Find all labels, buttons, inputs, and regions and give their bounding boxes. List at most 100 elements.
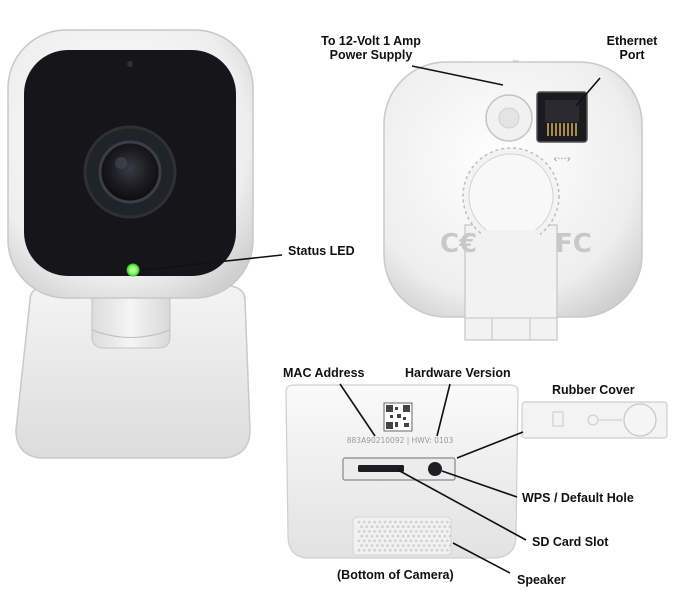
speaker-hole bbox=[425, 530, 428, 533]
speaker-hole bbox=[394, 520, 397, 524]
speaker-hole bbox=[388, 530, 392, 533]
speaker-hole bbox=[375, 525, 379, 528]
speaker-hole bbox=[430, 539, 434, 543]
speaker-hole bbox=[446, 530, 449, 533]
speaker-hole bbox=[420, 548, 423, 552]
speaker-hole bbox=[404, 520, 408, 524]
label-ethernet-line1: Ethernet bbox=[606, 34, 658, 48]
speaker-hole bbox=[370, 525, 374, 528]
speaker-hole bbox=[357, 539, 361, 543]
speaker-hole bbox=[412, 534, 415, 538]
speaker-hole bbox=[443, 534, 447, 538]
speaker-hole bbox=[438, 525, 441, 528]
speaker-hole bbox=[365, 525, 369, 528]
speaker-hole bbox=[414, 548, 418, 552]
speaker-hole bbox=[407, 525, 410, 528]
speaker-hole bbox=[430, 530, 434, 533]
speaker-hole bbox=[433, 544, 436, 547]
speaker-hole bbox=[404, 548, 408, 552]
label-sd-card-slot: SD Card Slot bbox=[532, 535, 609, 549]
speaker-hole bbox=[414, 539, 418, 543]
speaker-hole bbox=[386, 544, 389, 547]
speaker-hole bbox=[440, 539, 444, 543]
speaker-hole bbox=[396, 544, 400, 547]
speaker-hole bbox=[401, 525, 405, 528]
speaker-hole bbox=[409, 520, 413, 524]
label-power-supply-line1: To 12-Volt 1 Amp bbox=[321, 34, 421, 48]
lens bbox=[98, 140, 162, 204]
speaker-hole bbox=[357, 530, 361, 533]
speaker-hole bbox=[433, 525, 436, 528]
speaker-hole bbox=[401, 534, 405, 538]
speaker-hole bbox=[391, 534, 395, 538]
speaker-hole bbox=[381, 525, 384, 528]
speaker-hole bbox=[388, 539, 392, 543]
speaker-hole bbox=[425, 539, 428, 543]
speaker-hole bbox=[394, 530, 397, 533]
speaker-hole bbox=[438, 544, 441, 547]
fcc-mark: FC bbox=[555, 229, 592, 259]
speaker-hole bbox=[386, 534, 389, 538]
speaker-hole bbox=[394, 539, 397, 543]
adjustment-knob bbox=[462, 147, 560, 250]
speaker-hole bbox=[386, 525, 389, 528]
speaker-hole bbox=[391, 544, 395, 547]
leader-wps-hole bbox=[441, 470, 518, 498]
speaker-hole bbox=[383, 520, 387, 524]
speaker-hole bbox=[412, 544, 415, 547]
speaker-hole bbox=[435, 520, 439, 524]
speaker-hole bbox=[427, 544, 431, 547]
speaker-hole bbox=[435, 548, 439, 552]
speaker-hole bbox=[440, 530, 444, 533]
speaker-hole bbox=[420, 539, 423, 543]
speaker-hole bbox=[375, 534, 379, 538]
speaker-hole bbox=[422, 534, 426, 538]
speaker-hole bbox=[399, 548, 402, 552]
speaker-hole bbox=[430, 520, 434, 524]
speaker-hole bbox=[357, 520, 361, 524]
speaker-hole bbox=[368, 530, 371, 533]
label-status-led: Status LED bbox=[288, 244, 355, 258]
speaker-hole bbox=[425, 520, 428, 524]
speaker-hole bbox=[357, 548, 361, 552]
wps-hole bbox=[428, 462, 442, 476]
speaker-hole bbox=[388, 548, 392, 552]
leader-speaker bbox=[452, 542, 511, 574]
leader-power-supply bbox=[411, 65, 504, 86]
rubber-cover bbox=[521, 401, 668, 439]
speaker-hole bbox=[404, 539, 408, 543]
speaker-hole bbox=[438, 534, 441, 538]
speaker-hole bbox=[407, 544, 410, 547]
speaker-hole bbox=[378, 539, 382, 543]
speaker-hole bbox=[368, 539, 371, 543]
label-speaker: Speaker bbox=[517, 573, 566, 587]
speaker-hole bbox=[417, 544, 421, 547]
speaker-hole bbox=[375, 544, 379, 547]
speaker-hole bbox=[373, 539, 376, 543]
speaker-hole bbox=[414, 520, 418, 524]
speaker-hole bbox=[399, 520, 402, 524]
speaker-hole bbox=[383, 539, 387, 543]
speaker-hole bbox=[425, 548, 428, 552]
speaker-hole bbox=[422, 544, 426, 547]
speaker-hole bbox=[417, 525, 421, 528]
speaker-hole bbox=[373, 530, 376, 533]
speaker-hole bbox=[414, 530, 418, 533]
speaker-hole bbox=[396, 525, 400, 528]
leader-lines bbox=[141, 65, 601, 574]
speaker-hole bbox=[399, 539, 402, 543]
speaker-hole bbox=[409, 530, 413, 533]
device-id-print: 883A90210092 | HWV: 0103 bbox=[347, 436, 454, 445]
speaker-hole bbox=[433, 534, 436, 538]
leader-rubber-cover bbox=[456, 431, 524, 459]
label-wps-hole: WPS / Default Hole bbox=[522, 491, 634, 505]
speaker-hole bbox=[404, 530, 408, 533]
speaker-hole bbox=[427, 525, 431, 528]
speaker-hole bbox=[360, 544, 363, 547]
speaker-hole bbox=[420, 520, 423, 524]
leader-sd-card bbox=[397, 469, 527, 541]
speaker-hole bbox=[396, 534, 400, 538]
speaker-hole bbox=[427, 534, 431, 538]
